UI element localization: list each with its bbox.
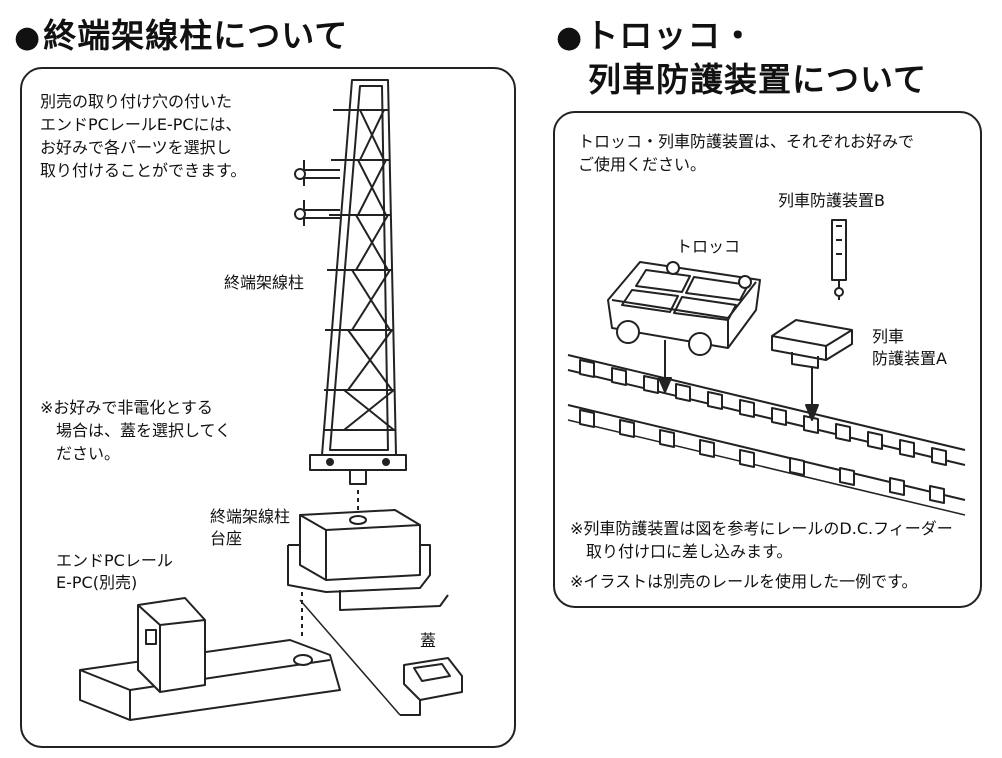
left-heading: ●終端架線柱について [14, 16, 348, 58]
label-trolley: トロッコ [676, 237, 741, 256]
left-intro-line-2: エンドPCレールE-PCには、 [40, 115, 242, 134]
label-base-2: 台座 [210, 529, 243, 548]
right-heading-line1: ●トロッコ・ [556, 16, 755, 58]
right-note-line-2: 取り付け口に差し込みます。 [570, 542, 793, 561]
right-note-line-1: ※列車防護装置は図を参考にレールのD.C.フィーダー [570, 519, 953, 538]
label-device-a-1: 列車 [872, 327, 905, 346]
left-intro-line-1: 別売の取り付け穴の付いた [40, 92, 233, 111]
label-lid: 蓋 [420, 631, 437, 650]
left-intro-line-4: 取り付けることができます。 [40, 161, 247, 180]
left-heading-text: 終端架線柱について [43, 16, 349, 55]
right-panel [553, 111, 982, 608]
right-heading-line2: 列車防護装置について [588, 60, 927, 100]
label-rail-2: E-PC(別売) [56, 573, 138, 592]
left-note-line-3: ださい。 [40, 444, 121, 463]
left-intro-line-3: お好みで各パーツを選択し [40, 138, 232, 157]
label-rail-1: エンドPCレール [56, 551, 173, 570]
right-intro-line-1: トロッコ・列車防護装置は、それぞれお好みで [578, 132, 915, 151]
right-heading-text-1: トロッコ・ [585, 16, 756, 55]
left-note-line-2: 場合は、蓋を選択してく [40, 421, 232, 440]
label-device-b: 列車防護装置B [778, 191, 885, 210]
right-note-line-3: ※イラストは別売のレールを使用した一例です。 [570, 572, 918, 591]
left-note-line-1: ※お好みで非電化とする [40, 398, 213, 417]
bullet-icon: ● [14, 20, 42, 55]
label-pole: 終端架線柱 [224, 273, 305, 292]
label-device-a-2: 防護装置A [872, 349, 947, 368]
label-base-1: 終端架線柱 [210, 507, 291, 526]
left-panel [20, 67, 516, 748]
right-heading-text-2: 列車防護装置について [588, 60, 928, 99]
right-intro-line-2: ご使用ください。 [578, 155, 707, 174]
bullet-icon: ● [556, 20, 584, 55]
